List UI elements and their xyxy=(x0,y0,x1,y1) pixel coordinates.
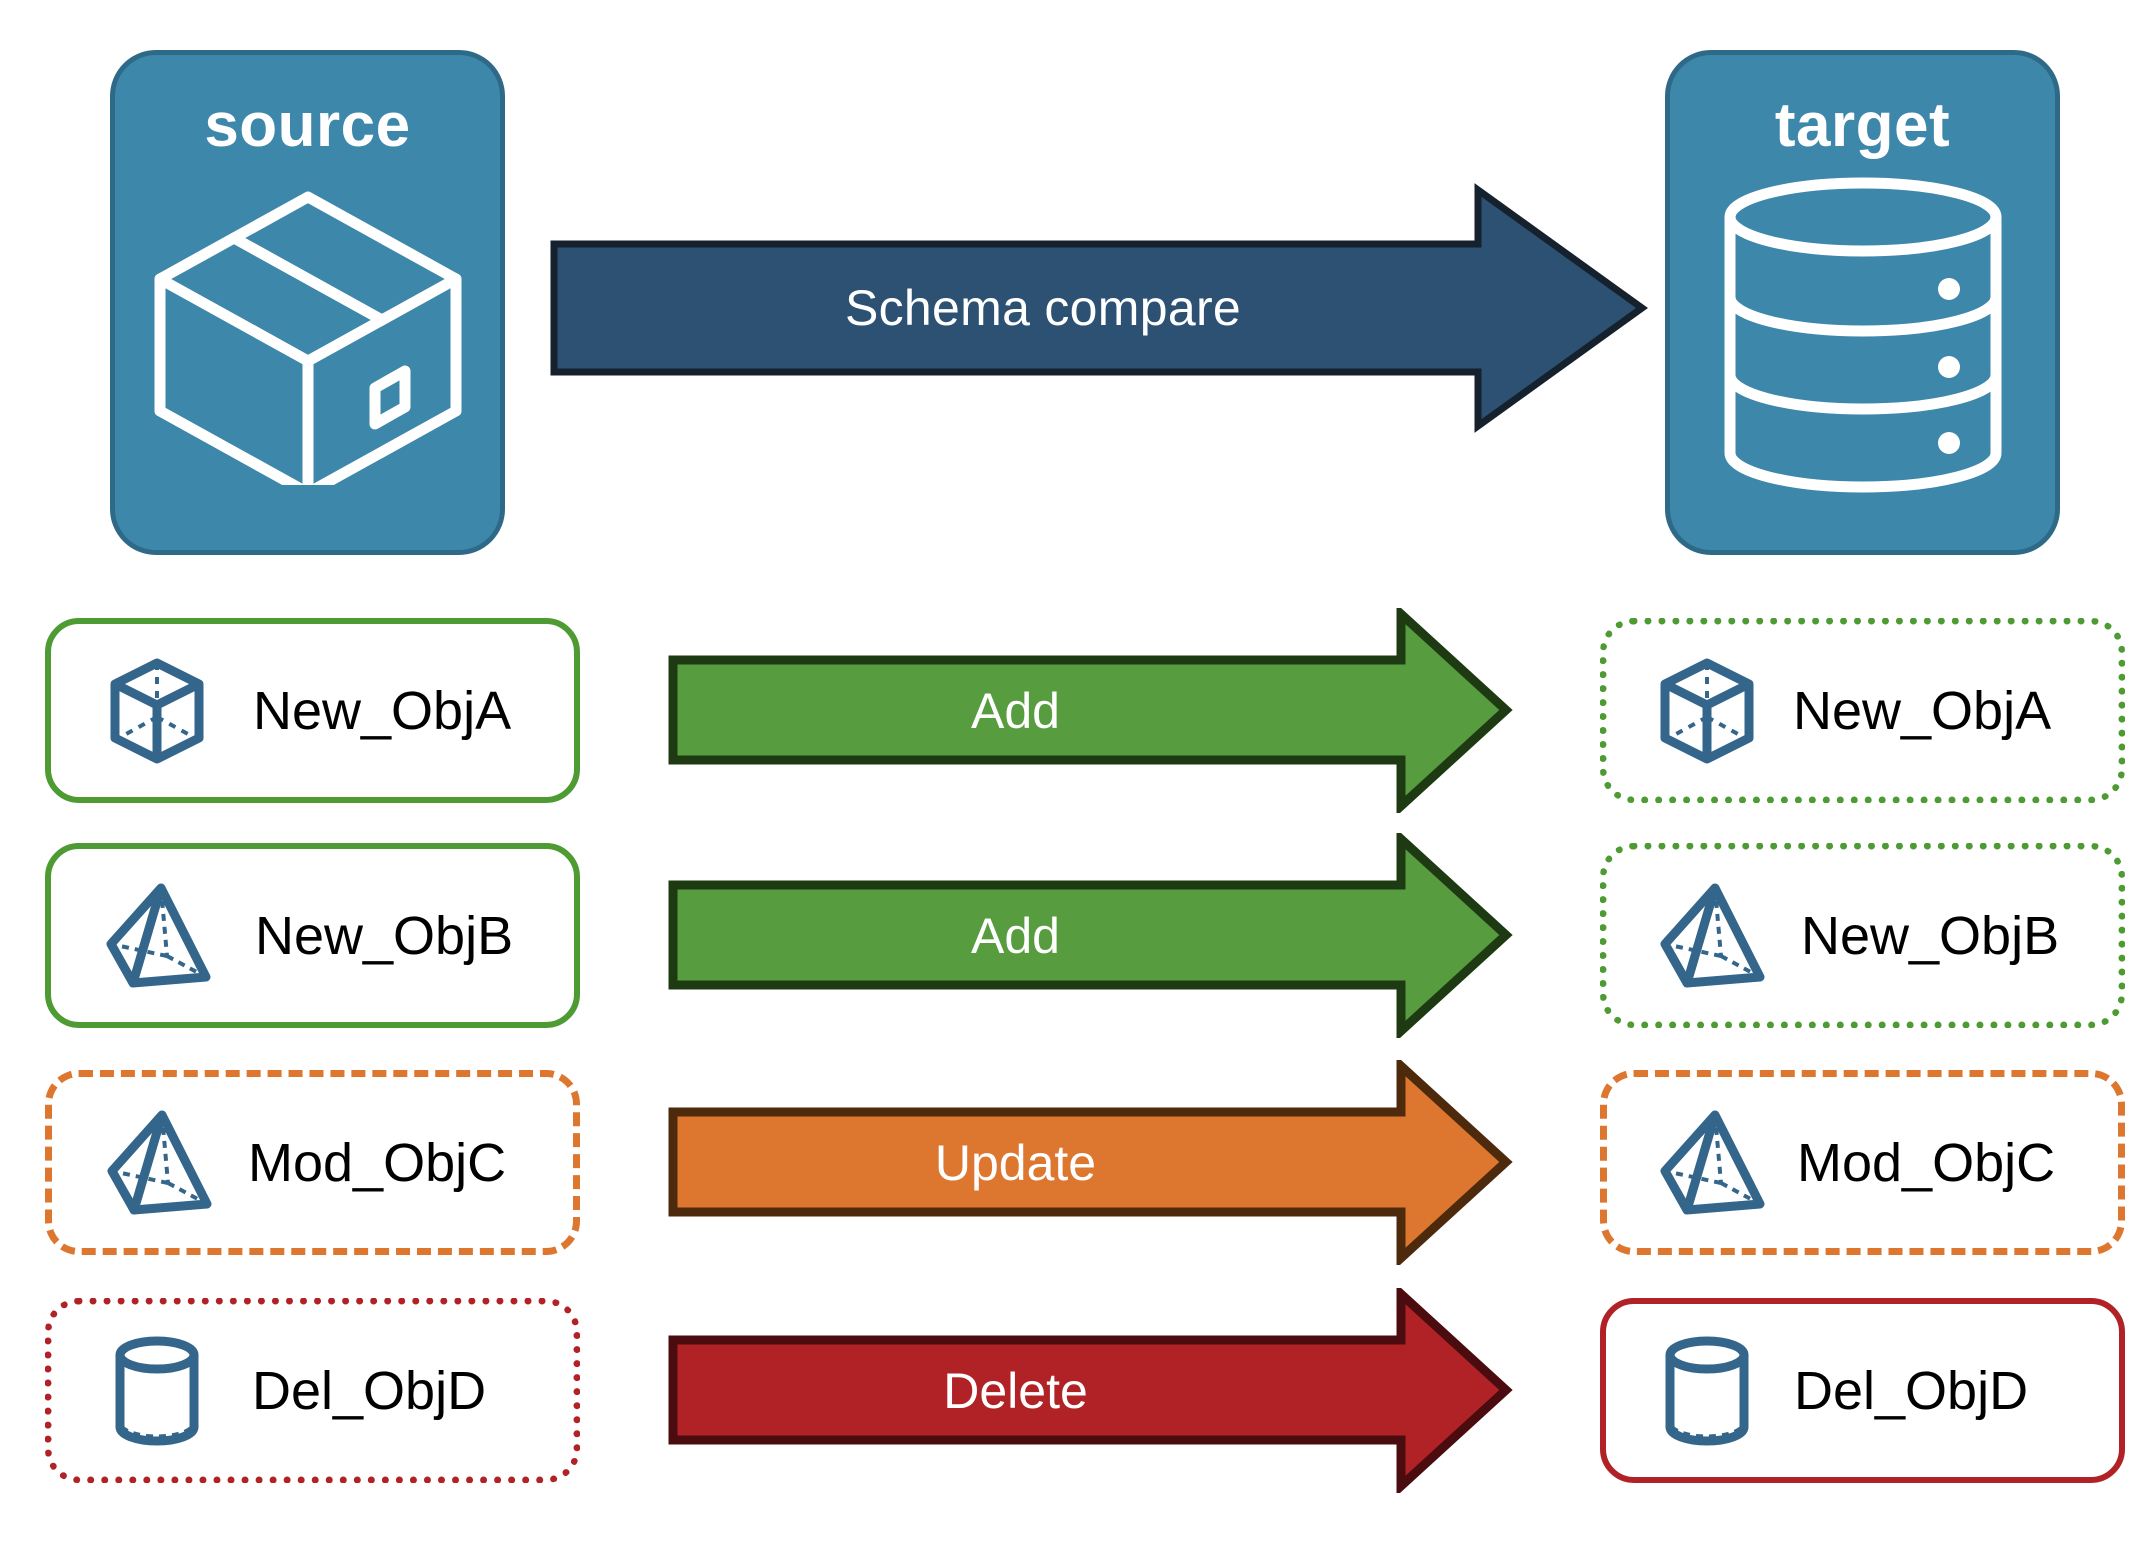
source-object-chip[interactable]: New_ObjB xyxy=(45,843,580,1028)
cube-wireframe-icon xyxy=(109,656,205,766)
action-arrow-label: Delete xyxy=(943,1362,1088,1419)
cube-wireframe-icon xyxy=(1659,656,1755,766)
target-object-name: New_ObjB xyxy=(1801,905,2060,966)
target-object-chip[interactable]: Mod_ObjC xyxy=(1600,1070,2125,1255)
target-object-chip[interactable]: New_ObjA xyxy=(1600,618,2125,803)
action-arrow-update[interactable]: Update xyxy=(668,1055,1513,1269)
action-arrow-delete[interactable]: Delete xyxy=(668,1283,1513,1497)
target-object-chip[interactable]: Del_ObjD xyxy=(1600,1298,2125,1483)
package-box-icon xyxy=(143,175,473,499)
source-object-name: Mod_ObjC xyxy=(248,1132,507,1193)
action-arrow-label: Add xyxy=(971,907,1060,964)
source-object-chip[interactable]: New_ObjA xyxy=(45,618,580,803)
source-object-name: New_ObjA xyxy=(253,680,512,741)
pyramid-wireframe-icon xyxy=(105,882,213,990)
source-object-chip[interactable]: Del_ObjD xyxy=(45,1298,580,1483)
target-label: target xyxy=(1774,91,1951,160)
action-arrow-label: Add xyxy=(971,682,1060,739)
source-object-name: Del_ObjD xyxy=(252,1360,487,1421)
source-label: source xyxy=(204,91,411,160)
source-object-chip[interactable]: Mod_ObjC xyxy=(45,1070,580,1255)
target-object-chip[interactable]: New_ObjB xyxy=(1600,843,2125,1028)
source-endpoint-card[interactable]: source xyxy=(110,50,505,555)
action-arrow-add[interactable]: Add xyxy=(668,828,1513,1042)
cylinder-wireframe-icon xyxy=(1664,1335,1750,1447)
target-object-name: Del_ObjD xyxy=(1794,1360,2029,1421)
target-object-name: Mod_ObjC xyxy=(1797,1132,2056,1193)
pyramid-wireframe-icon xyxy=(1659,1109,1767,1217)
action-arrow-add[interactable]: Add xyxy=(668,603,1513,817)
source-object-name: New_ObjB xyxy=(255,905,514,966)
target-endpoint-card[interactable]: target xyxy=(1665,50,2060,555)
action-arrow-label: Update xyxy=(934,1134,1097,1191)
target-object-name: New_ObjA xyxy=(1793,680,2052,741)
database-cylinder-icon xyxy=(1713,175,2013,500)
schema-compare-arrow[interactable]: Schema compare xyxy=(548,182,1648,434)
schema-compare-arrow-label: Schema compare xyxy=(844,280,1242,336)
pyramid-wireframe-icon xyxy=(1659,882,1767,990)
pyramid-wireframe-icon xyxy=(106,1109,214,1217)
cylinder-wireframe-icon xyxy=(114,1335,200,1447)
